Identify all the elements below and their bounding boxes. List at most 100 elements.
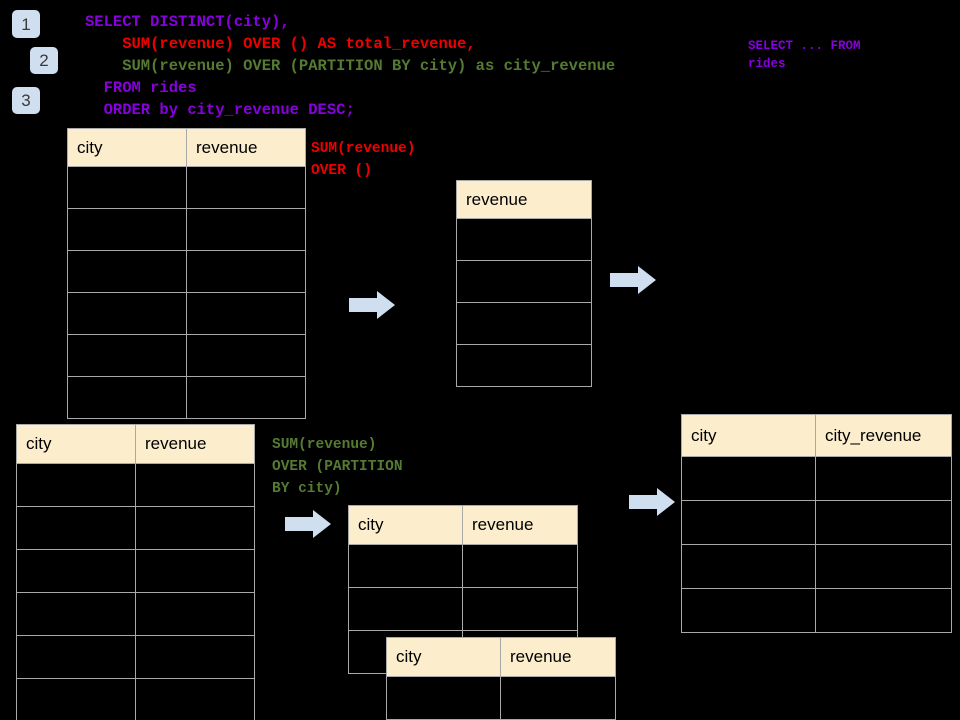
column-header-city: city bbox=[681, 414, 816, 457]
column-header-revenue: revenue bbox=[186, 128, 306, 167]
cell-city-revenue bbox=[815, 456, 952, 501]
annotation-city-revenue: SUM(revenue) OVER (PARTITION BY city) bbox=[272, 437, 403, 497]
arrow-total-to-result bbox=[610, 266, 656, 294]
arrow-rides-to-total bbox=[349, 291, 395, 319]
column-header-city: city bbox=[67, 128, 187, 167]
step-badge-2: 2 bbox=[30, 47, 58, 74]
cell-revenue bbox=[456, 344, 592, 387]
table-rides-top: city revenue bbox=[67, 128, 306, 419]
table-row bbox=[16, 549, 255, 593]
table-row bbox=[348, 544, 578, 588]
column-header-revenue: revenue bbox=[135, 424, 255, 464]
side-note-select-from-rides: SELECT ... FROM rides bbox=[748, 39, 861, 71]
cell-city bbox=[16, 549, 136, 593]
cell-city bbox=[681, 500, 816, 545]
table-row bbox=[456, 344, 592, 387]
cell-revenue bbox=[135, 678, 255, 720]
column-header-city-revenue: city_revenue bbox=[815, 414, 952, 457]
table-header-row: revenue bbox=[456, 180, 592, 219]
cell-revenue bbox=[186, 208, 306, 251]
cell-city bbox=[67, 334, 187, 377]
cell-revenue bbox=[186, 334, 306, 377]
table-row bbox=[681, 456, 952, 501]
cell-city bbox=[681, 456, 816, 501]
table-rides-bottom: city revenue bbox=[16, 424, 255, 720]
cell-city bbox=[681, 588, 816, 633]
table-header-row: city revenue bbox=[67, 128, 306, 167]
sql-line-select: SELECT DISTINCT(city), bbox=[85, 13, 290, 31]
cell-city bbox=[348, 587, 463, 631]
table-header-row: city revenue bbox=[16, 424, 255, 464]
table-row bbox=[348, 587, 578, 631]
table-row bbox=[681, 588, 952, 633]
column-header-revenue: revenue bbox=[500, 637, 616, 677]
table-header-row: city revenue bbox=[348, 505, 578, 545]
table-header-row: city city_revenue bbox=[681, 414, 952, 457]
table-row bbox=[16, 678, 255, 720]
cell-city bbox=[67, 376, 187, 419]
table-row bbox=[456, 218, 592, 261]
table-partition-group-2: city revenue bbox=[386, 637, 616, 720]
cell-revenue bbox=[135, 506, 255, 550]
cell-revenue bbox=[186, 166, 306, 209]
cell-revenue bbox=[186, 292, 306, 335]
cell-revenue bbox=[135, 463, 255, 507]
cell-revenue bbox=[456, 218, 592, 261]
cell-revenue bbox=[456, 302, 592, 345]
table-row bbox=[67, 208, 306, 251]
cell-city bbox=[67, 250, 187, 293]
table-row bbox=[67, 334, 306, 377]
table-row bbox=[16, 592, 255, 636]
cell-city-revenue bbox=[815, 544, 952, 589]
cell-city bbox=[16, 635, 136, 679]
step-badge-1: 1 bbox=[12, 10, 40, 38]
table-row bbox=[67, 250, 306, 293]
step-badge-3: 3 bbox=[12, 87, 40, 114]
cell-revenue bbox=[500, 676, 616, 720]
table-row bbox=[456, 302, 592, 345]
column-header-city: city bbox=[348, 505, 463, 545]
cell-revenue bbox=[135, 635, 255, 679]
cell-revenue bbox=[135, 592, 255, 636]
table-row bbox=[681, 500, 952, 545]
table-row bbox=[386, 676, 616, 720]
cell-revenue bbox=[462, 587, 578, 631]
table-row bbox=[16, 635, 255, 679]
sql-line-total-revenue: SUM(revenue) OVER () AS total_revenue, bbox=[85, 35, 476, 53]
cell-city bbox=[386, 676, 501, 720]
table-row bbox=[16, 506, 255, 550]
cell-revenue bbox=[186, 376, 306, 419]
table-row bbox=[67, 292, 306, 335]
sql-line-city-revenue: SUM(revenue) OVER (PARTITION BY city) as… bbox=[85, 57, 616, 75]
cell-city bbox=[348, 544, 463, 588]
cell-city bbox=[16, 506, 136, 550]
cell-city bbox=[67, 208, 187, 251]
table-row bbox=[681, 544, 952, 589]
column-header-revenue: revenue bbox=[456, 180, 592, 219]
column-header-city: city bbox=[16, 424, 136, 464]
cell-city bbox=[67, 166, 187, 209]
sql-line-order-by: ORDER by city_revenue DESC; bbox=[85, 101, 355, 119]
cell-revenue bbox=[186, 250, 306, 293]
cell-revenue bbox=[462, 544, 578, 588]
cell-city bbox=[16, 592, 136, 636]
column-header-revenue: revenue bbox=[462, 505, 578, 545]
table-header-row: city revenue bbox=[386, 637, 616, 677]
table-row bbox=[67, 376, 306, 419]
table-row bbox=[16, 463, 255, 507]
cell-city-revenue bbox=[815, 500, 952, 545]
table-result: city city_revenue bbox=[681, 414, 952, 633]
cell-city bbox=[681, 544, 816, 589]
cell-city bbox=[16, 463, 136, 507]
arrow-rides-to-partition bbox=[285, 510, 331, 538]
arrow-partition-to-result bbox=[629, 488, 675, 516]
cell-city bbox=[67, 292, 187, 335]
column-header-city: city bbox=[386, 637, 501, 677]
sql-line-from: FROM rides bbox=[85, 79, 197, 97]
table-row bbox=[67, 166, 306, 209]
cell-revenue bbox=[456, 260, 592, 303]
cell-revenue bbox=[135, 549, 255, 593]
cell-city bbox=[16, 678, 136, 720]
table-total-revenue: revenue bbox=[456, 180, 592, 387]
